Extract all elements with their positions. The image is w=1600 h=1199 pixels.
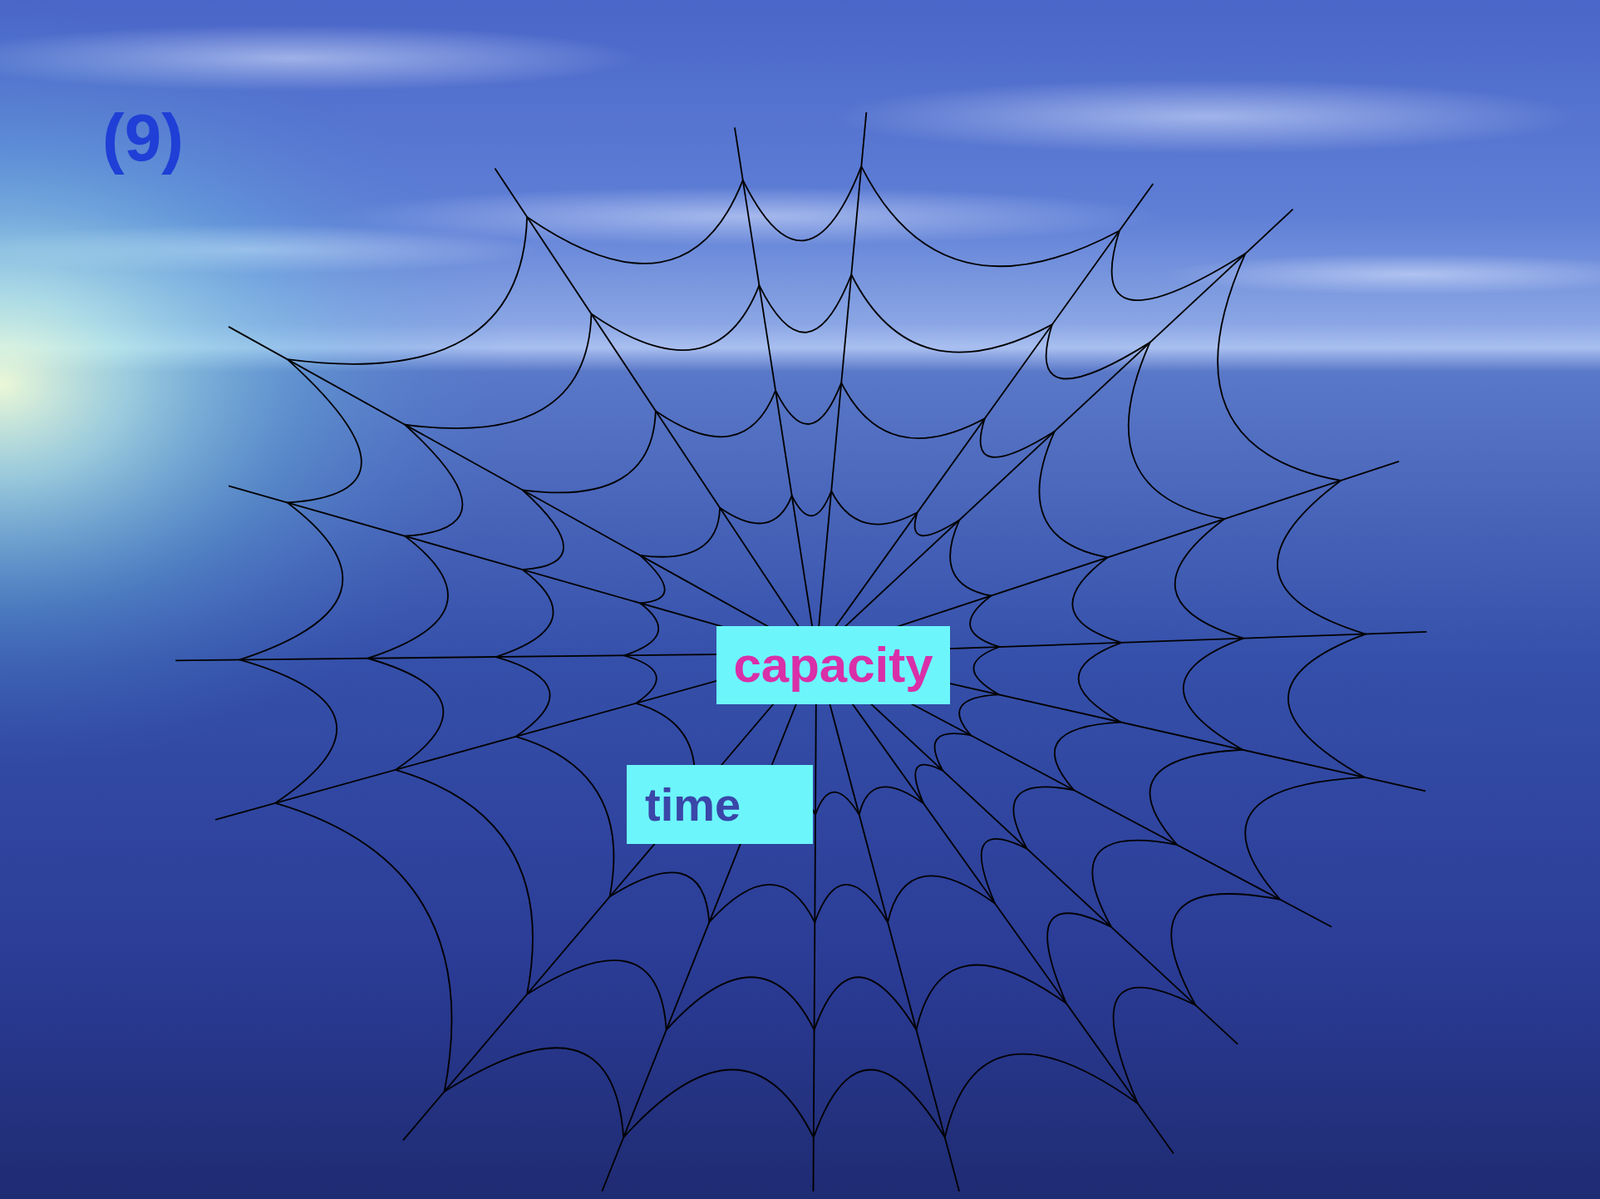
label-box: capacity [716, 625, 951, 704]
web-spiral [239, 166, 1366, 1138]
node-label: time [644, 778, 741, 831]
label-box: time [626, 764, 813, 844]
web-spiral [367, 274, 1244, 1029]
node-label: capacity [733, 637, 933, 693]
web-spiral [496, 382, 1123, 922]
callout-number: (9) [102, 101, 184, 175]
